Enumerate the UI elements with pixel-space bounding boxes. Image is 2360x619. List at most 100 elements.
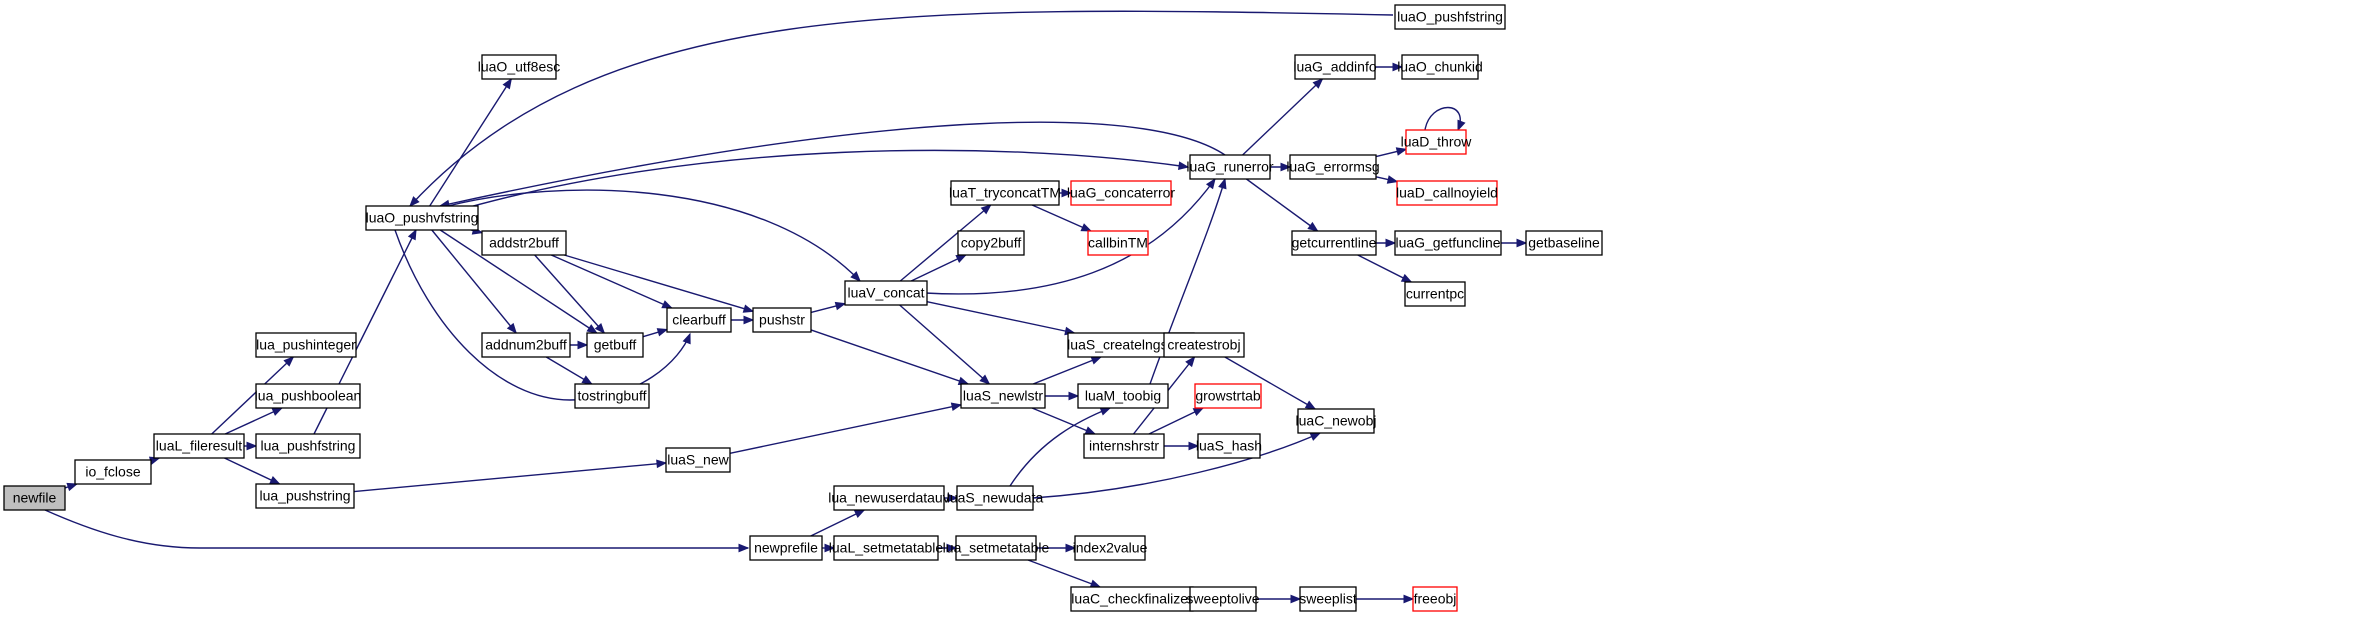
node-label-luaV_concat: luaV_concat — [847, 285, 924, 301]
node-luaG_concaterror[interactable]: luaG_concaterror — [1067, 180, 1176, 206]
node-luaO_pushfstring[interactable]: luaO_pushfstring — [1394, 4, 1506, 30]
edge-luaO_pushvfstring-to-addnum2buff — [431, 229, 518, 335]
node-clearbuff[interactable]: clearbuff — [666, 307, 732, 333]
edge-luaO_pushvfstring-to-luaO_utf8esc — [429, 77, 513, 207]
node-label-luaS_createlngstrobj: luaS_createlngstrobj — [1067, 337, 1195, 353]
edge-luaL_fileresult-to-lua_pushfstring — [244, 441, 258, 451]
node-addnum2buff[interactable]: addnum2buff — [481, 332, 571, 358]
node-getbaseline[interactable]: getbaseline — [1525, 230, 1603, 256]
node-label-luaG_addinfo: luaG_addinfo — [1293, 59, 1377, 75]
node-sweeplist[interactable]: sweeplist — [1299, 586, 1357, 612]
edge-luaO_pushvfstring-to-luaG_runerror — [451, 149, 1190, 213]
node-newprefile[interactable]: newprefile — [749, 535, 823, 561]
node-box-lua_pushinteger — [255, 332, 357, 358]
node-pushstr[interactable]: pushstr — [752, 307, 812, 333]
node-luaD_throw[interactable]: luaD_throw — [1401, 129, 1473, 155]
node-addstr2buff[interactable]: addstr2buff — [481, 230, 567, 256]
node-luaC_newobj[interactable]: luaC_newobj — [1296, 408, 1377, 434]
edge-luaV_concat-to-luaT_tryconcatTM — [899, 204, 992, 282]
node-lua_pushboolean[interactable]: lua_pushboolean — [255, 383, 362, 409]
node-box-luaS_new — [665, 447, 731, 473]
node-luaS_hash[interactable]: luaS_hash — [1196, 433, 1262, 459]
node-label-luaO_chunkid: luaO_chunkid — [1397, 59, 1483, 75]
edge-luaV_concat-to-luaG_runerror — [924, 177, 1216, 295]
edge-lua_newuserdatauv-to-luaS_newudata — [944, 493, 959, 503]
node-luaG_runerror[interactable]: luaG_runerror — [1186, 154, 1274, 180]
node-luaV_concat[interactable]: luaV_concat — [844, 280, 928, 306]
node-label-luaC_checkfinalizer: luaC_checkfinalizer — [1071, 591, 1193, 607]
node-lua_pushfstring[interactable]: lua_pushfstring — [255, 433, 361, 459]
node-lua_setmetatable[interactable]: lua_setmetatable — [943, 535, 1050, 561]
node-box-io_fclose — [74, 459, 152, 485]
node-getbuff[interactable]: getbuff — [586, 332, 644, 358]
edge-luaO_pushvfstring-to-getbuff — [439, 229, 598, 334]
node-newfile[interactable]: newfile — [3, 485, 66, 511]
node-box-lua_setmetatable — [955, 535, 1037, 561]
node-luaC_checkfinalizer[interactable]: luaC_checkfinalizer — [1070, 586, 1194, 612]
node-luaD_callnoyield[interactable]: luaD_callnoyield — [1396, 180, 1498, 206]
edge-luaG_errormsg-to-luaD_callnoyield — [1375, 175, 1399, 184]
node-label-luaT_tryconcatTM: luaT_tryconcatTM — [949, 185, 1061, 201]
node-freeobj[interactable]: freeobj — [1412, 586, 1458, 612]
node-luaO_pushvfstring[interactable]: luaO_pushvfstring — [365, 205, 479, 231]
node-lua_newuserdatauv[interactable]: lua_newuserdatauv — [828, 485, 950, 511]
edge-addnum2buff-to-getbuff — [570, 340, 589, 350]
node-label-tostringbuff: tostringbuff — [577, 388, 646, 404]
node-label-lua_pushstring: lua_pushstring — [259, 488, 350, 504]
node-index2value[interactable]: index2value — [1073, 535, 1148, 561]
edge-luaL_fileresult-to-lua_pushboolean — [224, 407, 284, 435]
node-createstrobj[interactable]: createstrobj — [1163, 332, 1245, 358]
node-label-callbinTM: callbinTM — [1088, 235, 1148, 251]
node-box-index2value — [1074, 535, 1146, 561]
node-luaL_fileresult[interactable]: luaL_fileresult — [153, 433, 245, 459]
node-label-luaS_hash: luaS_hash — [1196, 438, 1262, 454]
edge-lua_setmetatable-to-index2value — [1036, 543, 1077, 553]
node-luaS_newudata[interactable]: luaS_newudata — [947, 485, 1044, 511]
node-io_fclose[interactable]: io_fclose — [74, 459, 152, 485]
node-label-luaS_newudata: luaS_newudata — [947, 490, 1044, 506]
node-label-luaL_setmetatable: luaL_setmetatable — [829, 540, 944, 556]
node-getcurrentline[interactable]: getcurrentline — [1291, 230, 1377, 256]
node-label-luaO_pushvfstring: luaO_pushvfstring — [366, 210, 479, 226]
node-tostringbuff[interactable]: tostringbuff — [574, 383, 650, 409]
edge-newprefile-to-luaL_setmetatable — [822, 543, 836, 553]
node-lua_pushstring[interactable]: lua_pushstring — [255, 483, 355, 509]
node-box-freeobj — [1412, 586, 1458, 612]
node-currentpc[interactable]: currentpc — [1404, 281, 1466, 307]
node-luaL_setmetatable[interactable]: luaL_setmetatable — [829, 535, 944, 561]
node-label-addnum2buff: addnum2buff — [485, 337, 567, 353]
node-growstrtab[interactable]: growstrtab — [1194, 383, 1262, 409]
node-box-luaO_pushfstring — [1394, 4, 1506, 30]
node-box-newfile — [3, 485, 66, 511]
edge-getbuff-to-clearbuff — [642, 328, 669, 338]
node-luaM_toobig[interactable]: luaM_toobig — [1077, 383, 1169, 409]
node-callbinTM[interactable]: callbinTM — [1087, 230, 1149, 256]
node-label-getbaseline: getbaseline — [1528, 235, 1600, 251]
node-luaG_errormsg[interactable]: luaG_errormsg — [1286, 154, 1380, 180]
node-luaO_utf8esc[interactable]: luaO_utf8esc — [478, 54, 561, 80]
node-box-luaL_setmetatable — [833, 535, 939, 561]
node-sweeptolive[interactable]: sweeptolive — [1186, 586, 1260, 612]
node-luaO_chunkid[interactable]: luaO_chunkid — [1397, 54, 1483, 80]
node-copy2buff[interactable]: copy2buff — [957, 230, 1025, 256]
node-luaS_new[interactable]: luaS_new — [665, 447, 731, 473]
node-lua_pushinteger[interactable]: lua_pushinteger — [255, 332, 357, 358]
node-label-copy2buff: copy2buff — [961, 235, 1022, 251]
edge-luaT_tryconcatTM-to-callbinTM — [1031, 204, 1093, 232]
node-box-luaC_newobj — [1297, 408, 1375, 434]
node-luaT_tryconcatTM[interactable]: luaT_tryconcatTM — [949, 180, 1061, 206]
call-edges — [44, 10, 1528, 604]
node-label-getcurrentline: getcurrentline — [1292, 235, 1377, 251]
edge-luaG_runerror-to-getcurrentline — [1246, 178, 1319, 232]
edge-lua_setmetatable-to-luaC_checkfinalizer — [1027, 559, 1102, 588]
node-luaG_addinfo[interactable]: luaG_addinfo — [1293, 54, 1377, 80]
node-box-addstr2buff — [481, 230, 567, 256]
node-box-sweeplist — [1299, 586, 1357, 612]
node-box-luaO_chunkid — [1401, 54, 1479, 80]
edge-luaG_addinfo-to-luaO_chunkid — [1375, 62, 1404, 72]
node-luaS_newlstr[interactable]: luaS_newlstr — [960, 383, 1046, 409]
node-box-luaL_fileresult — [153, 433, 245, 459]
node-internshrstr[interactable]: internshrstr — [1083, 433, 1165, 459]
edge-addstr2buff-to-getbuff — [534, 254, 606, 335]
node-luaG_getfuncline[interactable]: luaG_getfuncline — [1394, 230, 1502, 256]
